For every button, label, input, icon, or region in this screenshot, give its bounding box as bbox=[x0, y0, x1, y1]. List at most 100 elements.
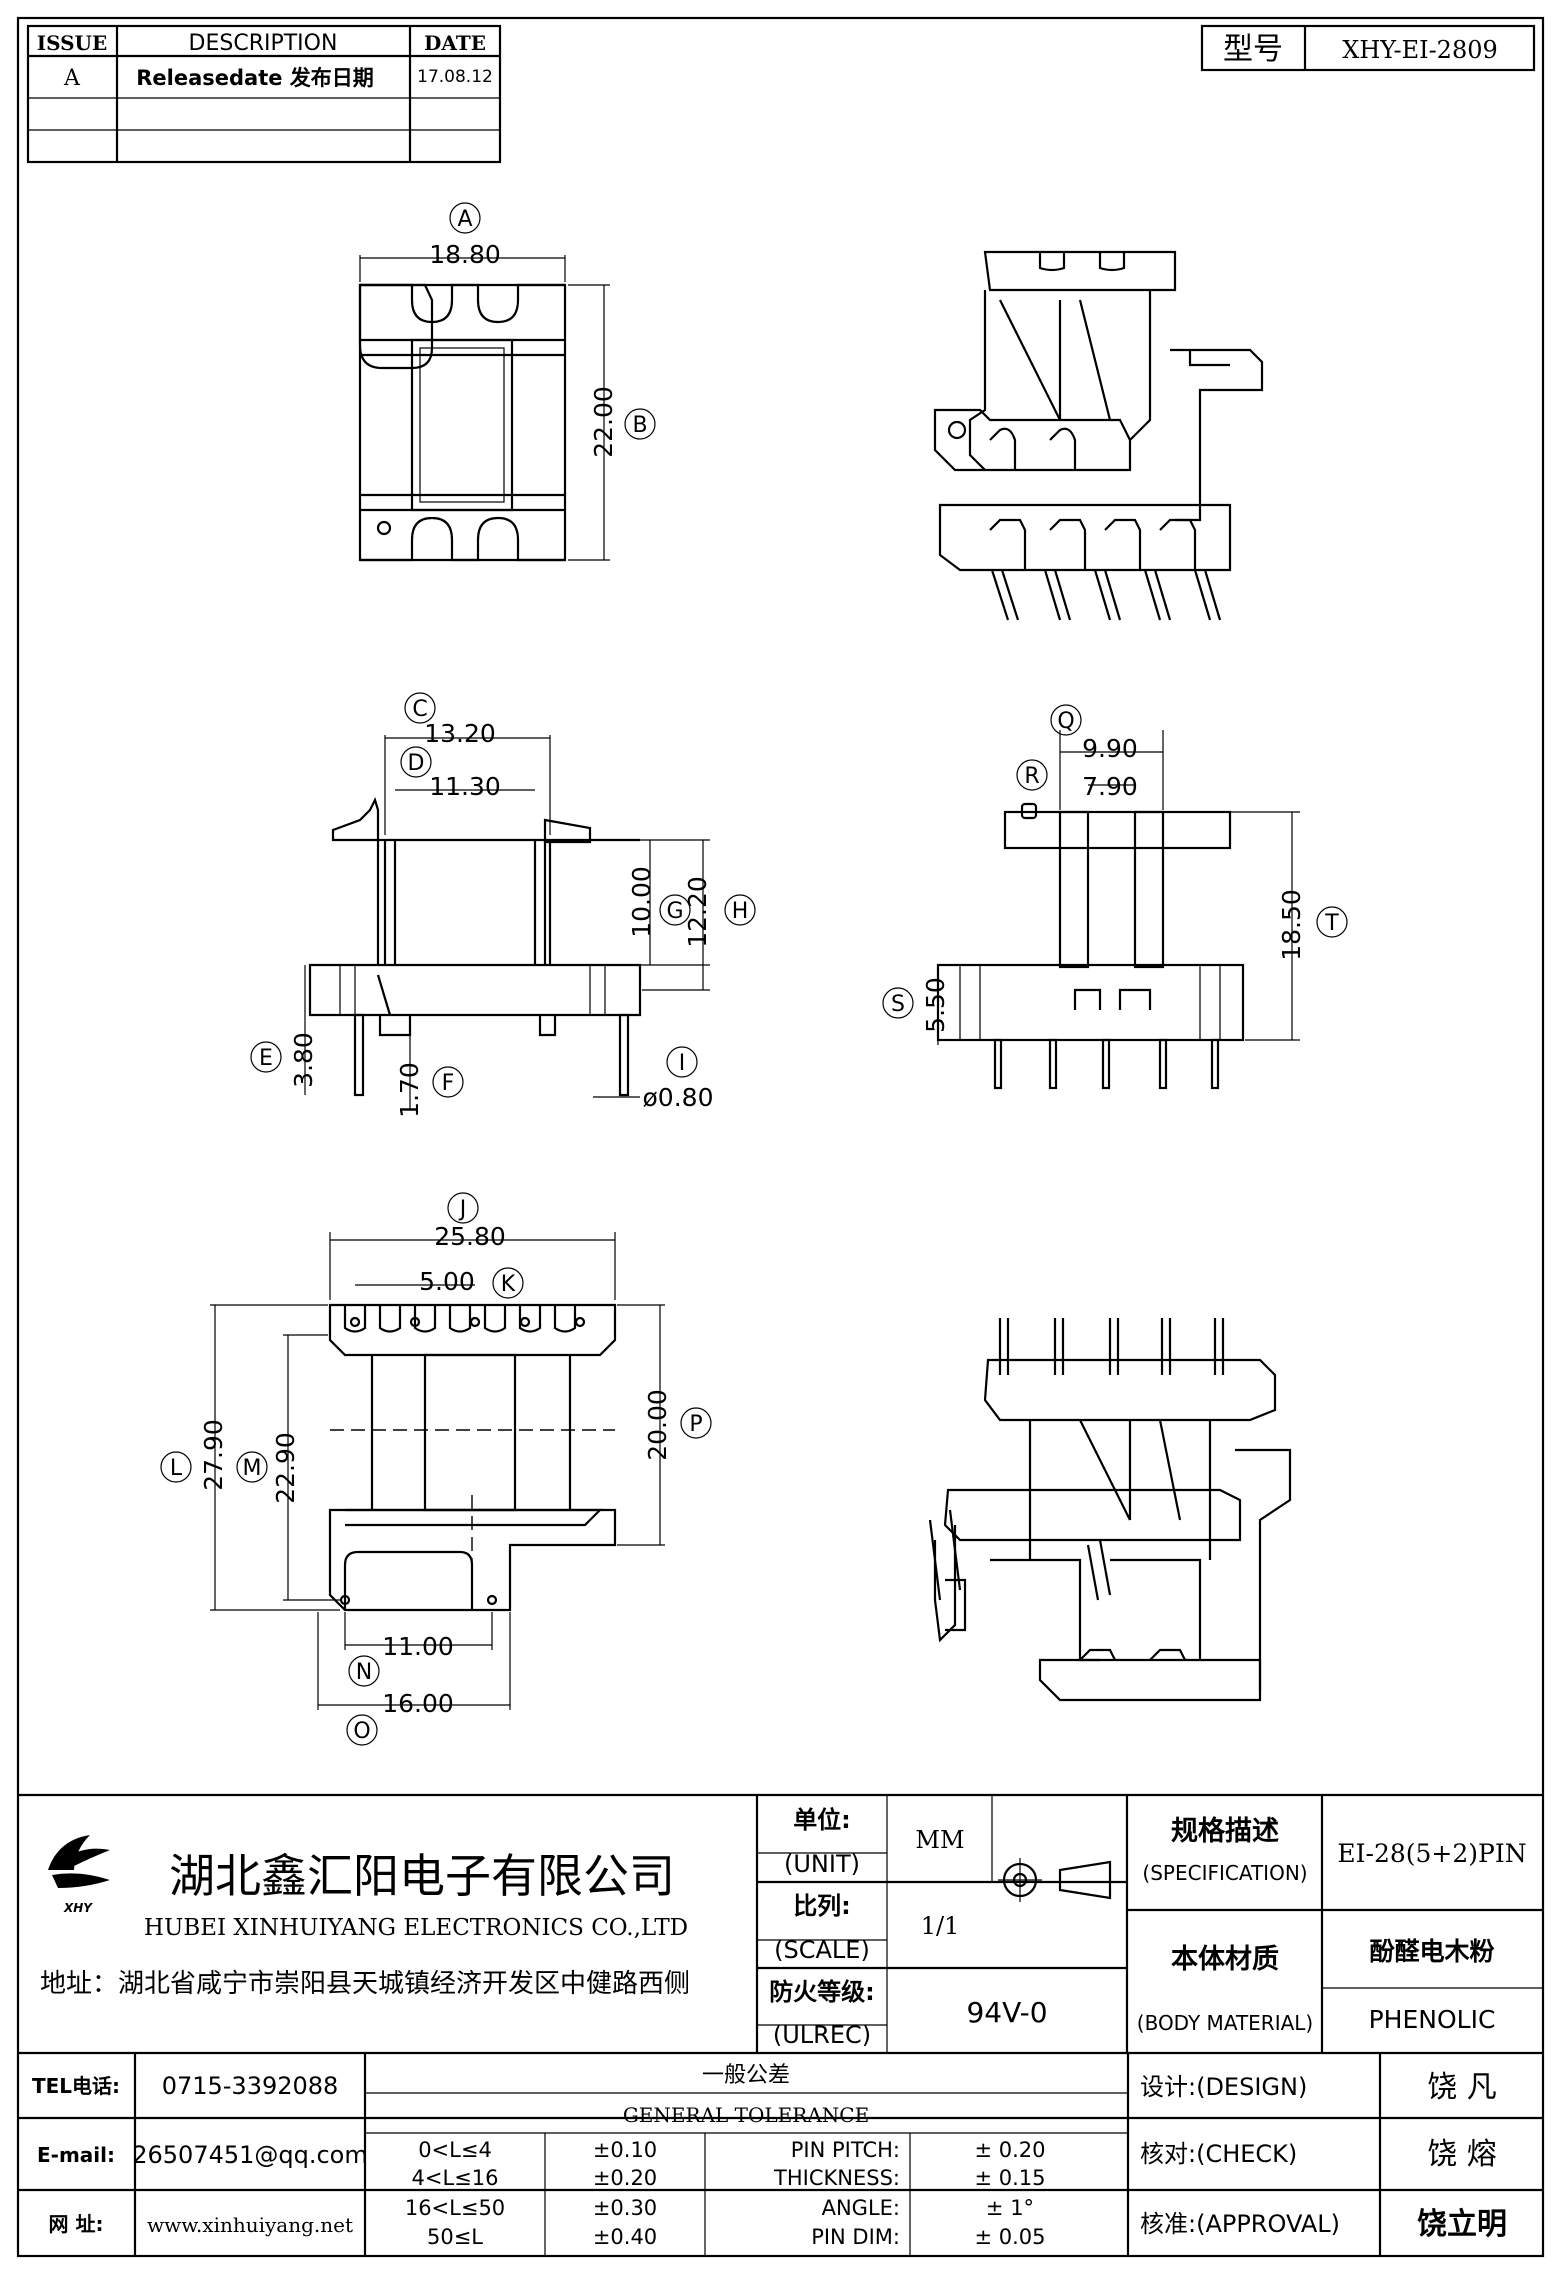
isometric-view-2 bbox=[928, 1318, 1292, 1702]
dim-S: 5.50 bbox=[921, 977, 950, 1033]
label-E-letter: E bbox=[259, 1046, 273, 1071]
label-B-letter: B bbox=[632, 413, 647, 438]
material-cn: 本体材质 bbox=[1171, 1944, 1279, 1975]
label-G-letter: G bbox=[666, 899, 683, 924]
unit-cn: 单位: bbox=[793, 1806, 851, 1834]
side-view: Q 9.90 R 7.90 18.50 T 5.50 S bbox=[882, 704, 1348, 1090]
label-M-letter: M bbox=[243, 1456, 262, 1481]
design-label: 设计:(DESIGN) bbox=[1140, 2073, 1307, 2101]
tel-value: 0715-3392088 bbox=[162, 2072, 339, 2100]
tol-range-3: 50≤L bbox=[427, 2225, 483, 2249]
revision-description: Releasedate 发布日期 bbox=[136, 66, 374, 90]
bottom-strip: TEL电话: 0715-3392088 E-mail: 26507451@qq.… bbox=[18, 2053, 1543, 2256]
dim-E: 3.80 bbox=[289, 1032, 318, 1088]
dim-M: 22.90 bbox=[271, 1432, 300, 1504]
dim-Q: 9.90 bbox=[1082, 734, 1138, 763]
label-D-letter: D bbox=[408, 751, 425, 776]
dim-T: 18.50 bbox=[1277, 889, 1306, 961]
model-label: 型号 bbox=[1223, 32, 1283, 67]
material-value-cn: 酚醛电木粉 bbox=[1369, 1937, 1494, 1966]
tol-value-1: ±0.20 bbox=[593, 2166, 657, 2190]
revision-table: ISSUE DESCRIPTION DATE A Releasedate 发布日… bbox=[26, 24, 502, 164]
tol-item-value-0: ± 0.20 bbox=[974, 2138, 1045, 2162]
company-name-cn: 湖北鑫汇阳电子有限公司 bbox=[169, 1849, 675, 1903]
isometric-view-1 bbox=[933, 250, 1264, 621]
spec-value: EI-28(5+2)PIN bbox=[1337, 1839, 1526, 1868]
label-N-letter: N bbox=[356, 1660, 372, 1685]
label-C-letter: C bbox=[412, 697, 427, 722]
label-F-letter: F bbox=[442, 1071, 455, 1096]
tolerance-title-cn: 一般公差 bbox=[702, 2063, 790, 2088]
tol-value-3: ±0.40 bbox=[593, 2225, 657, 2249]
dim-H: 12.20 bbox=[683, 876, 712, 948]
design-name: 饶 凡 bbox=[1427, 2070, 1497, 2105]
dim-R: 7.90 bbox=[1082, 772, 1138, 801]
model-box: 型号 XHY-EI-2809 bbox=[1200, 24, 1536, 72]
tel-label: TEL电话: bbox=[32, 2074, 120, 2098]
tolerance-title-en: GENERAL TOLERANCE bbox=[623, 2103, 869, 2127]
tol-item-value-2: ± 1° bbox=[986, 2196, 1034, 2220]
check-label: 核对:(CHECK) bbox=[1140, 2140, 1297, 2168]
material-en: (BODY MATERIAL) bbox=[1137, 2011, 1313, 2035]
label-A-bubble bbox=[449, 202, 481, 234]
spec-en: (SPECIFICATION) bbox=[1142, 1861, 1307, 1885]
label-L-letter: L bbox=[170, 1456, 183, 1481]
logo-text: XHY bbox=[63, 1901, 93, 1915]
tol-item-2: ANGLE: bbox=[822, 2196, 900, 2220]
revision-date: 17.08.12 bbox=[417, 67, 493, 87]
tol-value-0: ±0.10 bbox=[593, 2138, 657, 2162]
bottom-view: J 25.80 5.00 K 27.90 L 22.90 M 20.00 P 1… bbox=[160, 1192, 712, 1746]
scale-cn: 比列: bbox=[793, 1892, 851, 1920]
front-view: C 13.20 D 11.30 10.00 12.20 G H 3.80 E 1… bbox=[250, 692, 756, 1118]
check-name: 饶 熔 bbox=[1427, 2137, 1497, 2172]
projection-symbol bbox=[998, 1858, 1112, 1902]
spec-cn: 规格描述 bbox=[1171, 1816, 1279, 1847]
tol-item-3: PIN DIM: bbox=[811, 2225, 900, 2249]
tol-item-1: THICKNESS: bbox=[773, 2166, 900, 2190]
label-J-letter: J bbox=[458, 1197, 467, 1222]
description-header: DESCRIPTION bbox=[189, 31, 338, 56]
dim-G: 10.00 bbox=[627, 866, 656, 938]
dim-A: 18.80 bbox=[429, 240, 501, 269]
dim-J: 25.80 bbox=[434, 1222, 506, 1251]
tol-item-0: PIN PITCH: bbox=[791, 2138, 900, 2162]
dim-O: 16.00 bbox=[382, 1689, 454, 1718]
top-view: A 18.80 22.00 B bbox=[358, 202, 656, 562]
dim-I: ø0.80 bbox=[643, 1083, 714, 1112]
tol-range-2: 16<L≤50 bbox=[405, 2196, 505, 2220]
scale-en: (SCALE) bbox=[774, 1936, 870, 1964]
label-S-letter: S bbox=[891, 992, 905, 1017]
approve-name: 饶立明 bbox=[1417, 2207, 1507, 2242]
dim-B: 22.00 bbox=[589, 386, 618, 458]
label-H-letter: H bbox=[732, 899, 749, 924]
sheet-border bbox=[16, 16, 1545, 2258]
email-label: E-mail: bbox=[37, 2143, 115, 2167]
label-I-letter: I bbox=[679, 1051, 686, 1076]
company-name-en: HUBEI XINHUIYANG ELECTRONICS CO.,LTD bbox=[144, 1915, 688, 1941]
web-label: 网 址: bbox=[49, 2212, 104, 2236]
approve-label: 核准:(APPROVAL) bbox=[1140, 2210, 1340, 2238]
dim-C: 13.20 bbox=[424, 719, 496, 748]
unit-value: MM bbox=[915, 1826, 964, 1854]
tol-item-value-1: ± 0.15 bbox=[974, 2166, 1045, 2190]
scale-value: 1/1 bbox=[921, 1912, 960, 1940]
dim-N: 11.00 bbox=[382, 1632, 454, 1661]
fire-value: 94V-0 bbox=[966, 1996, 1047, 2029]
unit-en: (UNIT) bbox=[784, 1850, 860, 1878]
tol-item-value-3: ± 0.05 bbox=[974, 2225, 1045, 2249]
dim-P: 20.00 bbox=[643, 1389, 672, 1461]
label-Q-letter: Q bbox=[1057, 709, 1074, 734]
date-header: DATE bbox=[424, 31, 486, 55]
title-block: XHY 湖北鑫汇阳电子有限公司 HUBEI XINHUIYANG ELECTRO… bbox=[18, 1793, 1543, 2055]
label-T-letter: T bbox=[1324, 911, 1339, 936]
company-logo: XHY bbox=[48, 1835, 110, 1915]
tol-range-1: 4<L≤16 bbox=[412, 2166, 499, 2190]
fire-cn: 防火等级: bbox=[769, 1978, 875, 2006]
label-K-letter: K bbox=[501, 1272, 516, 1297]
email-value: 26507451@qq.com bbox=[132, 2141, 368, 2169]
dim-D: 11.30 bbox=[429, 772, 501, 801]
web-value: www.xinhuiyang.net bbox=[147, 2213, 353, 2237]
issue-header: ISSUE bbox=[37, 31, 108, 55]
